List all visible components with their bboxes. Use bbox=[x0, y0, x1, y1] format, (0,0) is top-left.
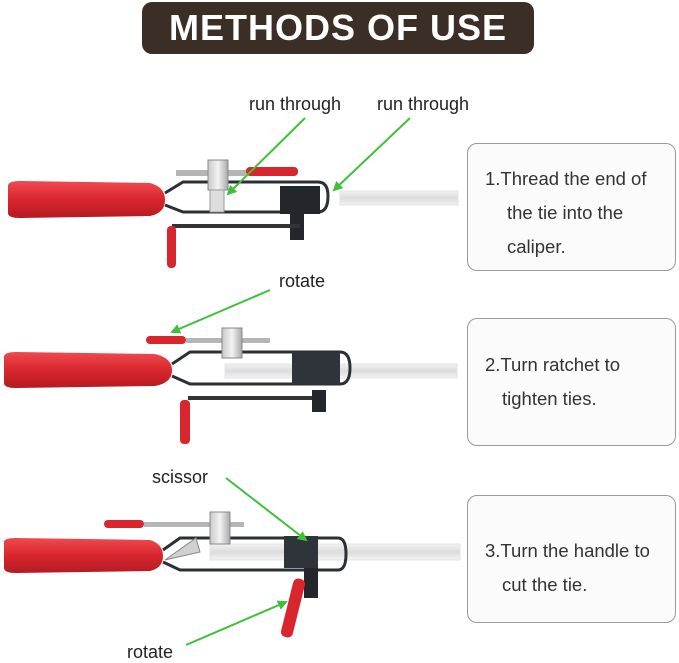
arrow-rotate-2 bbox=[185, 600, 288, 646]
label-rotate-1: rotate bbox=[279, 271, 326, 291]
frame bbox=[164, 180, 330, 214]
step-1-line-2: the tie into the bbox=[507, 202, 624, 223]
blade bbox=[164, 537, 201, 561]
crank-handle bbox=[180, 400, 190, 444]
red-handle bbox=[8, 181, 165, 218]
step-2-line-1: 2.Turn ratchet to bbox=[485, 354, 621, 375]
frame bbox=[162, 536, 348, 572]
cutter-post bbox=[312, 390, 326, 412]
cutter-head bbox=[280, 186, 320, 214]
callout-arrows bbox=[170, 117, 411, 646]
step-card-3: 3.Turn the handle to cut the tie. bbox=[467, 495, 676, 623]
label-scissor: scissor bbox=[152, 467, 209, 487]
step-2-line-2: tighten ties. bbox=[502, 388, 597, 409]
step-1-line-3: caliper. bbox=[507, 236, 566, 257]
label-run-through-1: run through bbox=[249, 94, 342, 114]
tool-step-3 bbox=[4, 511, 461, 638]
ratchet-shaft bbox=[209, 189, 225, 213]
ratchet-block bbox=[209, 511, 231, 545]
frame bbox=[171, 350, 352, 386]
cutter-head bbox=[284, 536, 318, 568]
page-title: METHODS OF USE bbox=[168, 7, 508, 48]
red-handle bbox=[4, 352, 172, 388]
arrow-run-through-2 bbox=[332, 117, 411, 192]
step-card-1: 1.Thread the end of the tie into the cal… bbox=[467, 143, 676, 271]
step-1-line-1: 1.Thread the end of bbox=[485, 168, 647, 189]
tool-step-2 bbox=[4, 327, 458, 444]
tool-step-1 bbox=[8, 159, 459, 268]
red-handle bbox=[4, 538, 163, 573]
arrow-scissor bbox=[225, 477, 308, 542]
label-run-through-2: run through bbox=[377, 94, 470, 114]
arrow-run-through-1 bbox=[226, 117, 306, 196]
strap bbox=[224, 363, 458, 379]
rod bbox=[144, 522, 244, 527]
label-rotate-2: rotate bbox=[127, 642, 174, 662]
strap bbox=[209, 543, 461, 561]
red-pin bbox=[146, 336, 186, 344]
step-card-2: 2.Turn ratchet to tighten ties. bbox=[467, 318, 676, 446]
ratchet-block bbox=[207, 159, 229, 191]
step-3-line-1: 3.Turn the handle to bbox=[485, 540, 650, 561]
red-pin bbox=[104, 520, 144, 528]
cutter-head bbox=[292, 352, 340, 384]
red-pin bbox=[246, 167, 298, 176]
arrow-rotate-1 bbox=[170, 289, 271, 334]
step-3-line-2: cut the tie. bbox=[502, 574, 588, 595]
cutter-post bbox=[304, 568, 318, 598]
title-banner: METHODS OF USE bbox=[142, 2, 534, 54]
ratchet-block bbox=[221, 327, 243, 359]
strap bbox=[339, 190, 459, 206]
crank-handle bbox=[167, 226, 176, 268]
crank-handle bbox=[280, 578, 306, 638]
